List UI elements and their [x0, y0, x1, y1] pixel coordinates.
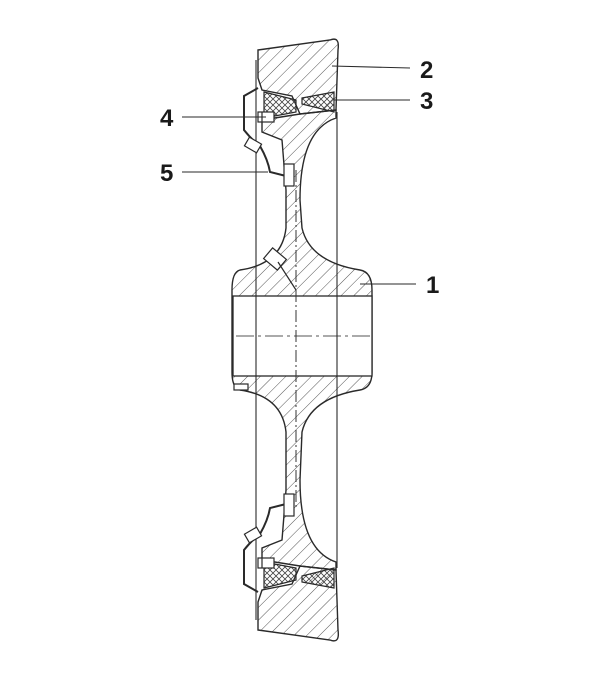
hub-terminal — [233, 247, 297, 391]
callout-label-2: 2 — [420, 57, 433, 84]
callout-label-5: 5 — [160, 160, 173, 187]
callout-label-1: 1 — [426, 272, 439, 299]
leader-line-2 — [331, 65, 411, 69]
callout-label-4: 4 — [160, 105, 174, 132]
bolt-bottom — [243, 493, 295, 569]
callout-label-3: 3 — [420, 88, 433, 115]
